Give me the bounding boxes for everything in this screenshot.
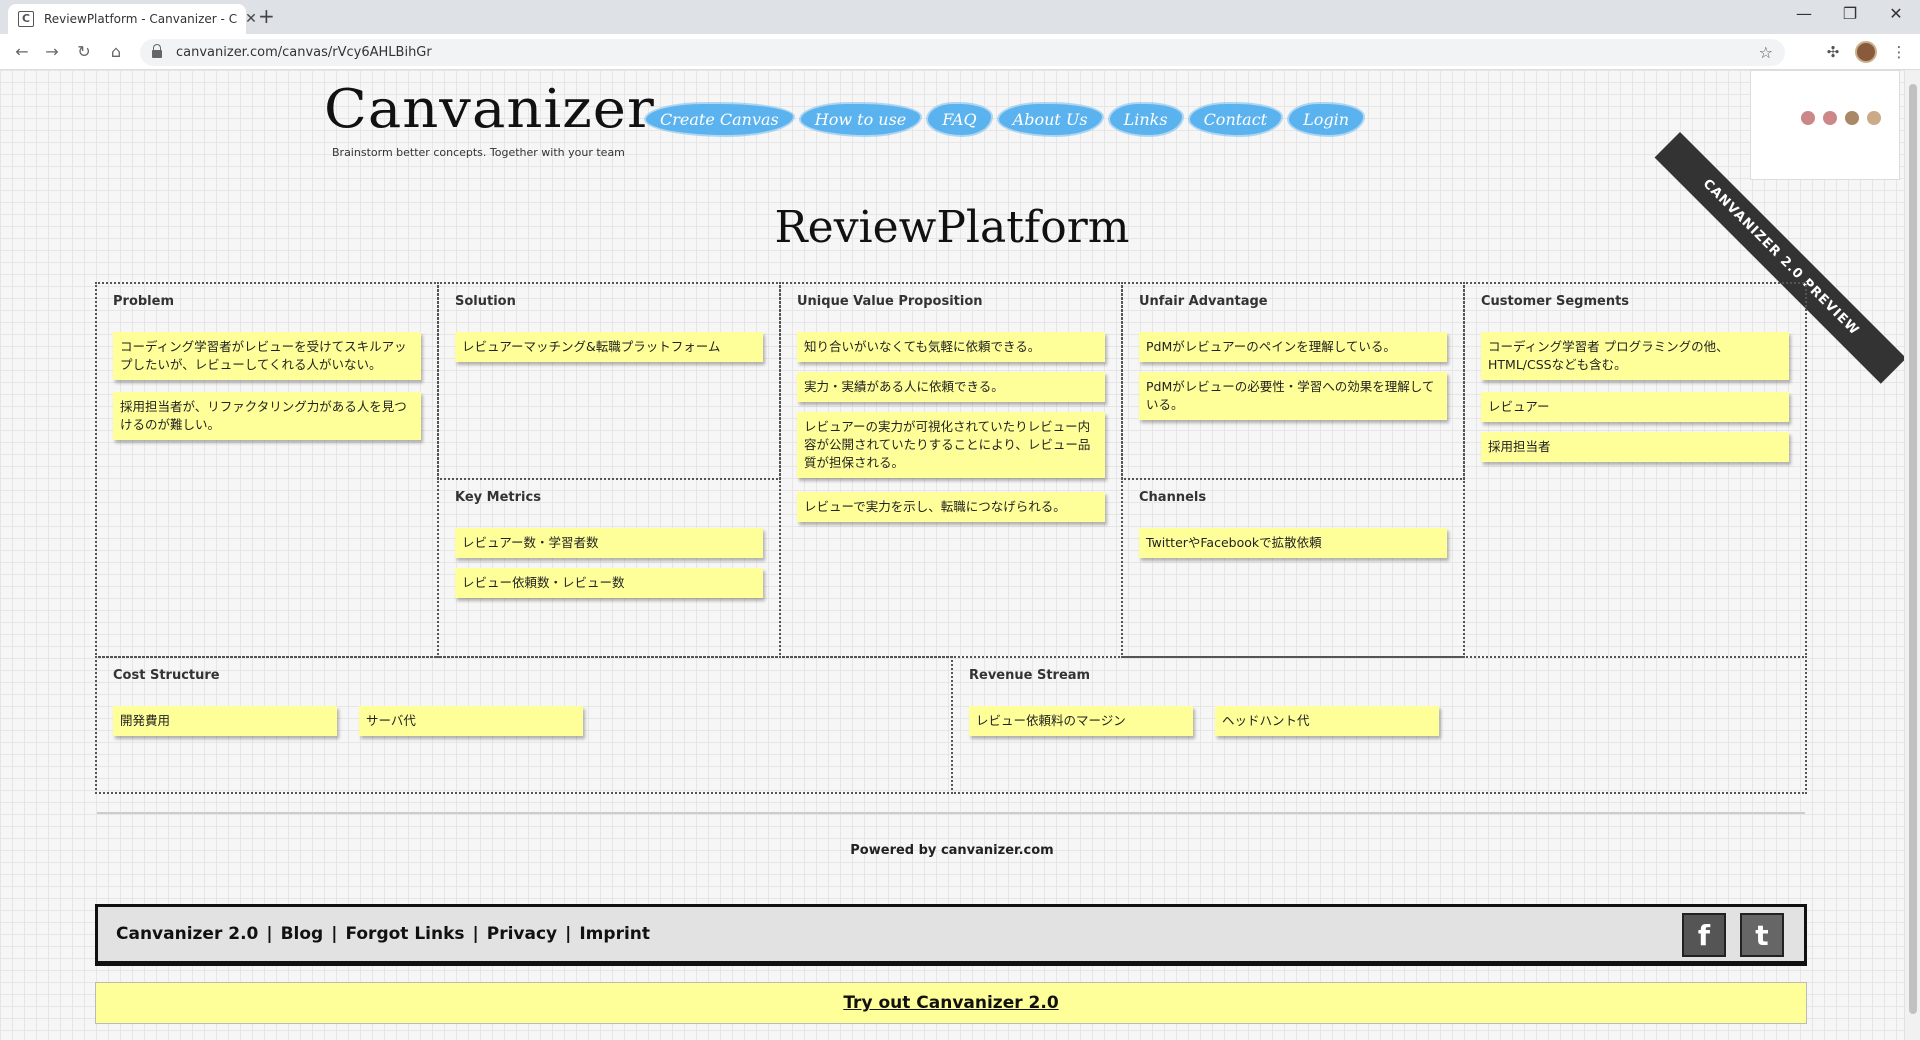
- footer-link-imprint[interactable]: Imprint: [579, 924, 651, 944]
- try-out-banner: Try out Canvanizer 2.0: [95, 982, 1807, 1024]
- cell-channels: Channels TwitterやFacebookで拡散依頼: [1121, 478, 1465, 658]
- favicon-icon: C: [18, 11, 34, 27]
- sticky-note[interactable]: サーバ代: [359, 706, 583, 736]
- cell-title-problem: Problem: [113, 294, 174, 309]
- footer-link-canvanizer-2[interactable]: Canvanizer 2.0: [116, 924, 259, 944]
- try-out-link[interactable]: Try out Canvanizer 2.0: [843, 993, 1059, 1013]
- nav-login[interactable]: Login: [1289, 104, 1364, 135]
- cell-title-unfair-advantage: Unfair Advantage: [1139, 294, 1268, 309]
- new-tab-icon[interactable]: +: [258, 4, 275, 28]
- footer-bar: Canvanizer 2.0 | Blog | Forgot Links | P…: [95, 904, 1807, 966]
- preview-ribbon-corner: CANVANIZER 2.0 PREVIEW: [1654, 70, 1907, 384]
- forward-arrow-icon[interactable]: →: [45, 42, 59, 61]
- back-arrow-icon[interactable]: ←: [15, 42, 29, 61]
- browser-tab-bar: C ReviewPlatform - Canvanizer - C ✕ + — …: [0, 0, 1920, 34]
- cell-title-cost-structure: Cost Structure: [113, 668, 220, 683]
- preview-thumbnail: [1750, 70, 1900, 180]
- sticky-note[interactable]: レビュー依頼料のマージン: [969, 706, 1193, 736]
- sticky-note[interactable]: TwitterやFacebookで拡散依頼: [1139, 528, 1447, 558]
- cell-title-uvp: Unique Value Proposition: [797, 294, 983, 309]
- reload-icon[interactable]: ↻: [77, 42, 91, 61]
- home-icon[interactable]: ⌂: [110, 42, 122, 61]
- divider: [97, 812, 1805, 814]
- main-nav: Create Canvas How to use FAQ About Us Li…: [646, 104, 1364, 135]
- scrollbar-thumb[interactable]: [1909, 84, 1917, 1014]
- bookmark-star-icon[interactable]: ☆: [1758, 43, 1773, 62]
- cell-title-solution: Solution: [455, 294, 516, 309]
- site-logo[interactable]: Canvanizer: [324, 78, 655, 141]
- cell-title-revenue-stream: Revenue Stream: [969, 668, 1091, 683]
- close-tab-icon[interactable]: ✕: [245, 11, 257, 27]
- sticky-note[interactable]: レビュアーマッチング&転職プラットフォーム: [455, 332, 763, 362]
- footer-separator: |: [472, 924, 479, 944]
- lock-icon: [152, 44, 162, 58]
- sticky-note[interactable]: レビュアーの実力が可視化されていたりレビュー内容が公開されていたりすることにより…: [797, 412, 1105, 478]
- cell-solution: Solution レビュアーマッチング&転職プラットフォーム: [437, 282, 781, 480]
- footer-separator: |: [331, 924, 338, 944]
- address-bar[interactable]: canvanizer.com/canvas/rVcy6AHLBihGr ☆: [140, 39, 1785, 66]
- sticky-note[interactable]: レビュアー数・学習者数: [455, 528, 763, 558]
- site-tagline: Brainstorm better concepts. Together wit…: [332, 146, 625, 159]
- cell-unfair-advantage: Unfair Advantage PdMがレビュアーのペインを理解している。 P…: [1121, 282, 1465, 480]
- sticky-note[interactable]: 採用担当者: [1481, 432, 1789, 462]
- page-content: Canvanizer Brainstorm better concepts. T…: [0, 70, 1907, 1040]
- canvas-title: ReviewPlatform: [774, 202, 1130, 253]
- cell-problem: Problem コーディング学習者がレビューを受けてスキルアップしたいが、レビュ…: [95, 282, 439, 658]
- browser-menu-icon[interactable]: ⋮: [1891, 43, 1907, 61]
- browser-toolbar: ← → ↻ ⌂ canvanizer.com/canvas/rVcy6AHLBi…: [0, 34, 1920, 70]
- nav-about-us[interactable]: About Us: [998, 104, 1102, 135]
- url-text: canvanizer.com/canvas/rVcy6AHLBihGr: [176, 45, 432, 60]
- page-scrollbar[interactable]: [1904, 70, 1920, 1040]
- sticky-note[interactable]: ヘッドハント代: [1215, 706, 1439, 736]
- minimize-window-icon[interactable]: —: [1796, 4, 1812, 23]
- footer-separator: |: [266, 924, 273, 944]
- sticky-note[interactable]: レビュー依頼数・レビュー数: [455, 568, 763, 598]
- sticky-note[interactable]: 実力・実績がある人に依頼できる。: [797, 372, 1105, 402]
- sticky-note[interactable]: レビュアー: [1481, 392, 1789, 422]
- twitter-icon[interactable]: t: [1740, 913, 1784, 957]
- sticky-note[interactable]: レビューで実力を示し、転職につなげられる。: [797, 492, 1105, 522]
- extensions-puzzle-icon[interactable]: ✣: [1826, 43, 1840, 61]
- powered-by-link[interactable]: canvanizer.com: [940, 843, 1054, 858]
- sticky-note[interactable]: 採用担当者が、リファクタリング力がある人を見つけるのが難しい。: [113, 392, 421, 440]
- cell-title-channels: Channels: [1139, 490, 1207, 505]
- nav-faq[interactable]: FAQ: [928, 104, 991, 135]
- cell-key-metrics: Key Metrics レビュアー数・学習者数 レビュー依頼数・レビュー数: [437, 478, 781, 658]
- sticky-note[interactable]: 開発費用: [113, 706, 337, 736]
- lean-canvas-board: Problem コーディング学習者がレビューを受けてスキルアップしたいが、レビュ…: [95, 282, 1807, 794]
- close-window-icon[interactable]: ✕: [1889, 4, 1903, 23]
- facebook-icon[interactable]: f: [1682, 913, 1726, 957]
- powered-by: Powered by canvanizer.com: [0, 843, 1904, 858]
- footer-link-blog[interactable]: Blog: [280, 924, 324, 944]
- cell-customer-segments: Customer Segments コーディング学習者 プログラミングの他、HT…: [1463, 282, 1807, 658]
- nav-create-canvas[interactable]: Create Canvas: [646, 104, 793, 135]
- cell-unique-value-proposition: Unique Value Proposition 知り合いがいなくても気軽に依頼…: [779, 282, 1123, 658]
- tab-title: ReviewPlatform - Canvanizer - C: [44, 12, 238, 26]
- cell-title-key-metrics: Key Metrics: [455, 490, 541, 505]
- cell-title-customer-segments: Customer Segments: [1481, 294, 1630, 309]
- sticky-note[interactable]: PdMがレビュアーのペインを理解している。: [1139, 332, 1447, 362]
- browser-tab-active[interactable]: C ReviewPlatform - Canvanizer - C ✕: [8, 4, 257, 34]
- powered-by-prefix: Powered by: [850, 843, 941, 858]
- nav-contact[interactable]: Contact: [1189, 104, 1282, 135]
- footer-link-privacy[interactable]: Privacy: [486, 924, 558, 944]
- sticky-note[interactable]: コーディング学習者 プログラミングの他、HTML/CSSなども含む。: [1481, 332, 1789, 380]
- cell-cost-structure: Cost Structure 開発費用 サーバ代: [95, 656, 953, 794]
- sticky-note[interactable]: 知り合いがいなくても気軽に依頼できる。: [797, 332, 1105, 362]
- cell-revenue-stream: Revenue Stream レビュー依頼料のマージン ヘッドハント代: [951, 656, 1807, 794]
- footer-separator: |: [565, 924, 572, 944]
- nav-how-to-use[interactable]: How to use: [800, 104, 921, 135]
- nav-links[interactable]: Links: [1109, 104, 1182, 135]
- footer-link-forgot-links[interactable]: Forgot Links: [345, 924, 465, 944]
- sticky-note[interactable]: コーディング学習者がレビューを受けてスキルアップしたいが、レビューしてくれる人が…: [113, 332, 421, 380]
- restore-window-icon[interactable]: ❐: [1842, 4, 1858, 23]
- profile-avatar-icon[interactable]: [1855, 41, 1877, 63]
- sticky-note[interactable]: PdMがレビューの必要性・学習への効果を理解している。: [1139, 372, 1447, 420]
